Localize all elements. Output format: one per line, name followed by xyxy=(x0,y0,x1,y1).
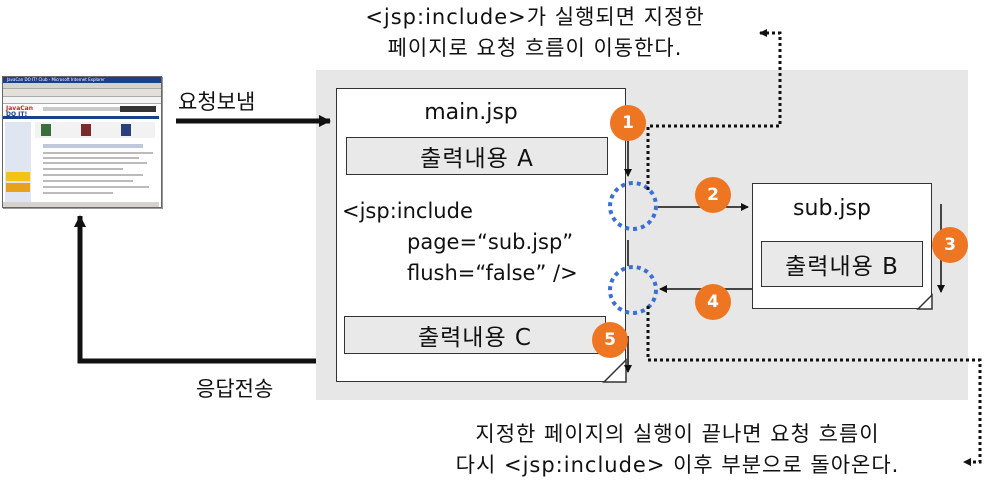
include-tag-line-3: flush=“false” /> xyxy=(407,261,578,285)
step-1-badge: 1 xyxy=(610,105,646,141)
site-logo: JavaCan DO IT! xyxy=(6,106,36,118)
site-text-line xyxy=(43,152,153,154)
site-sidebar-banner xyxy=(6,172,30,181)
browser-status-bar xyxy=(3,202,159,207)
browser-title-bar: JavaCan DO IT! Club - Microsoft Internet… xyxy=(3,77,161,83)
step-5-badge: 5 xyxy=(592,322,628,358)
browser-content: JavaCan DO IT! xyxy=(3,104,161,207)
sub-doc-page-corner xyxy=(916,293,933,310)
site-text-line xyxy=(43,157,139,159)
site-banner-right xyxy=(120,106,156,112)
site-text-line xyxy=(43,192,113,194)
book-cover-2 xyxy=(81,124,91,136)
site-text-line xyxy=(43,174,143,176)
site-text-line xyxy=(43,180,133,182)
response-arrow xyxy=(74,215,316,364)
site-banner xyxy=(43,107,153,111)
include-start-marker xyxy=(608,181,658,231)
step-3-badge: 3 xyxy=(932,227,968,263)
book-cover-3 xyxy=(121,124,131,136)
step-4-badge: 4 xyxy=(695,284,731,320)
top-caption-line-2: 페이지로 요청 흐름이 이동한다. xyxy=(387,36,683,60)
bottom-caption-line-2: 다시 <jsp:include> 이후 부분으로 돌아온다. xyxy=(455,453,900,477)
site-text-line xyxy=(43,168,123,170)
site-sidebar-banner-2 xyxy=(6,183,30,192)
site-logo-line-2: DO IT! xyxy=(6,111,28,118)
include-tag-line-2: page=“sub.jsp” xyxy=(407,230,574,254)
request-sent-label: 요청보냄 xyxy=(178,90,256,114)
bottom-callout-line xyxy=(646,306,982,466)
site-logo-line-1: JavaCan xyxy=(6,105,33,112)
main-doc-page-corner xyxy=(602,358,627,383)
site-text-line xyxy=(43,186,149,188)
top-callout-line xyxy=(646,29,782,190)
bottom-caption-line-1: 지정한 페이지의 실행이 끝나면 요청 흐름이 xyxy=(475,422,880,446)
main-jsp-title: main.jsp xyxy=(424,100,518,125)
browser-menu-bar xyxy=(3,83,161,89)
browser-thumbnail: JavaCan DO IT! Club - Microsoft Internet… xyxy=(2,76,162,208)
top-caption: <jsp:include>가 실행되면 지정한 페이지로 요청 흐름이 이동한다… xyxy=(325,2,745,64)
output-b-box: 출력내용 B xyxy=(761,241,923,287)
book-cover-1 xyxy=(41,124,51,136)
response-sent-label: 응답전송 xyxy=(196,377,274,401)
top-caption-line-1: <jsp:include>가 실행되면 지정한 xyxy=(365,5,705,29)
site-nav-bar xyxy=(3,116,159,119)
output-a-box: 출력내용 A xyxy=(346,137,608,175)
step-2-badge: 2 xyxy=(695,177,731,213)
browser-toolbar xyxy=(3,89,161,97)
site-books-strip xyxy=(35,122,155,138)
browser-address-bar xyxy=(3,97,161,104)
sub-jsp-title: sub.jsp xyxy=(793,196,871,221)
bottom-caption: 지정한 페이지의 실행이 끝나면 요청 흐름이 다시 <jsp:include>… xyxy=(405,419,950,481)
site-text-line xyxy=(43,162,147,164)
site-section-header xyxy=(43,144,143,148)
include-return-marker xyxy=(608,265,658,315)
output-c-box: 출력내용 C xyxy=(344,316,606,354)
include-tag-line-1: <jsp:include xyxy=(342,199,473,223)
